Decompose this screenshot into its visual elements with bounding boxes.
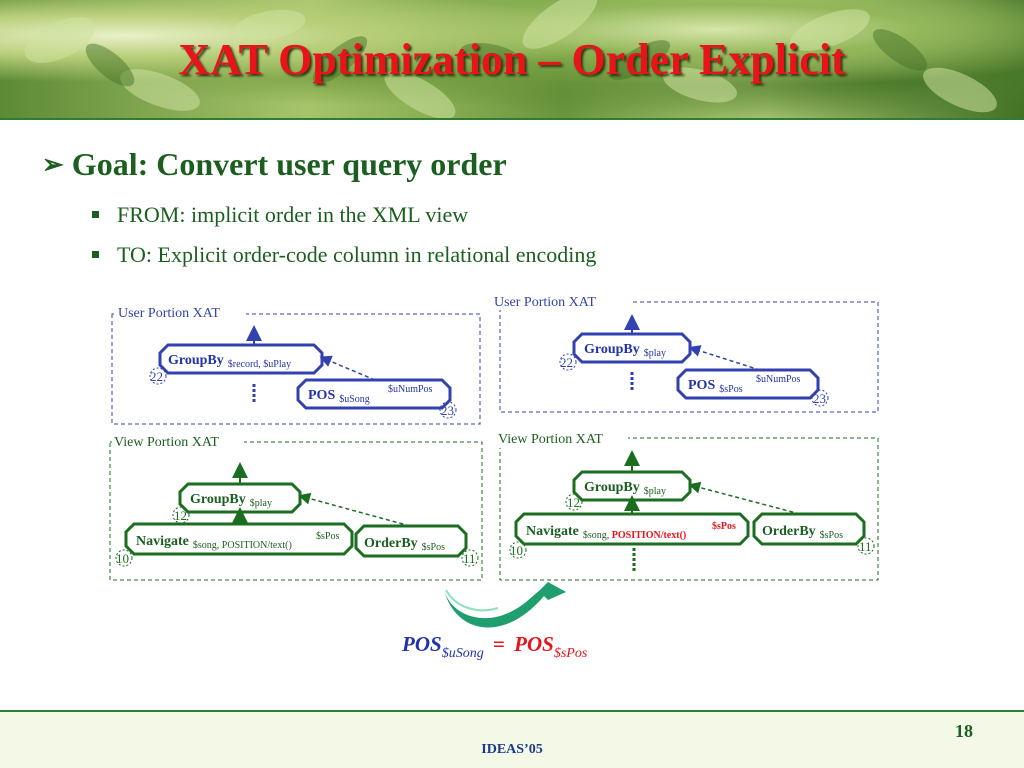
left-view-navigate-sup: $sPos xyxy=(316,531,339,542)
bullet-from: FROM: implicit order in the XML view xyxy=(92,202,468,228)
title-banner: XAT Optimization – Order Explicit xyxy=(0,0,1024,118)
left-view-orderby-number: 11 xyxy=(463,551,476,566)
left-view-groupby-node xyxy=(178,482,302,514)
left-view-navigate-number: 10 xyxy=(116,551,129,566)
right-view-portion-box xyxy=(499,437,879,581)
conference-label: IDEAS’05 xyxy=(481,742,543,757)
right-view-portion-label: View Portion XAT xyxy=(498,432,603,447)
left-user-pos-number: 23 xyxy=(441,403,454,418)
right-view-navigate-sup: $sPos xyxy=(712,521,736,532)
equation-rhs-sub: $sPos xyxy=(553,646,588,661)
footer-divider xyxy=(0,710,1024,712)
bullet-to-text: TO: Explicit order-code column in relati… xyxy=(117,242,597,267)
right-user-groupby-number: 22 xyxy=(560,355,573,370)
left-user-pos-sup: $uNumPos xyxy=(388,384,433,395)
right-user-pos-sup: $uNumPos xyxy=(756,374,801,385)
title-divider xyxy=(0,118,1024,120)
right-view-orderby-text: OrderBy$sPos xyxy=(762,524,843,541)
bullet-from-text: FROM: implicit order in the XML view xyxy=(117,202,469,227)
square-bullet-icon xyxy=(92,251,99,258)
right-user-portion-box xyxy=(499,301,879,413)
left-view-navigate-node xyxy=(124,522,354,556)
left-view-groupby-text: GroupBy$play xyxy=(190,492,272,509)
left-view-navigate-text: Navigate$song, POSITION/text() xyxy=(136,534,292,551)
right-user-groupby-node xyxy=(572,332,692,364)
footer-band xyxy=(0,712,1024,768)
goal-text: Goal: Convert user query order xyxy=(71,146,507,182)
left-view-groupby-number: 12 xyxy=(174,508,187,523)
position-equation: POS$uSong = POS$sPos xyxy=(402,632,587,662)
square-bullet-icon xyxy=(92,211,99,218)
bullet-to: TO: Explicit order-code column in relati… xyxy=(92,242,596,268)
curved-arrow-icon xyxy=(444,582,566,628)
equation-operator: = xyxy=(492,632,505,656)
right-user-pos-text: POS$sPos xyxy=(688,378,743,395)
left-view-portion-label: View Portion XAT xyxy=(114,435,219,450)
right-view-navigate-node xyxy=(514,512,750,546)
left-view-orderby-node xyxy=(354,524,468,558)
equation-lhs: POS xyxy=(402,632,442,656)
page-number: 18 xyxy=(955,721,973,741)
right-view-navigate-number: 10 xyxy=(510,543,523,558)
left-user-pos-text: POS$uSong xyxy=(308,388,370,405)
slide-title: XAT Optimization – Order Explicit xyxy=(178,35,846,84)
left-user-groupby-number: 22 xyxy=(150,369,163,384)
goal-heading: ➢Goal: Convert user query order xyxy=(42,146,507,183)
left-view-portion-box xyxy=(109,441,483,581)
left-user-portion-box xyxy=(111,313,481,425)
equation-rhs: POS xyxy=(514,632,554,656)
right-view-orderby-node xyxy=(752,512,866,546)
right-user-pos-number: 23 xyxy=(813,391,826,406)
right-view-orderby-number: 11 xyxy=(859,539,872,554)
right-view-groupby-node xyxy=(572,470,692,502)
leaf-background xyxy=(24,0,997,118)
left-user-portion-label: User Portion XAT xyxy=(118,306,220,321)
right-user-groupby-text: GroupBy$play xyxy=(584,342,666,359)
left-view-orderby-text: OrderBy$sPos xyxy=(364,536,445,553)
right-user-portion-label: User Portion XAT xyxy=(494,295,596,310)
right-view-navigate-text: Navigate$song, POSITION/text() xyxy=(526,524,686,541)
left-user-pos-node xyxy=(296,378,452,410)
left-user-groupby-node xyxy=(158,343,324,375)
arrowhead-bullet-icon: ➢ xyxy=(42,150,64,179)
left-user-groupby-text: GroupBy$record, $uPlay xyxy=(168,353,291,370)
xat-diagram: User Portion XAT GroupBy$record, $uPlay … xyxy=(109,295,879,628)
right-view-groupby-number: 12 xyxy=(567,495,580,510)
right-user-pos-node xyxy=(676,368,820,400)
equation-lhs-sub: $uSong xyxy=(441,646,484,661)
right-view-groupby-text: GroupBy$play xyxy=(584,480,666,497)
